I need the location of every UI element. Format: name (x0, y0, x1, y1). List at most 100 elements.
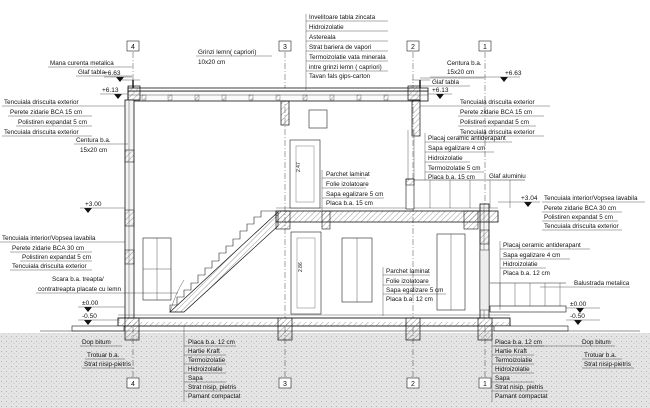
wall-left-top-callout: Tencuiala driscuita exterior Perete zida… (2, 99, 125, 137)
callout-text: Hidroizolatie (503, 261, 538, 268)
callout-text: Polistiren expandat 5 cm (460, 119, 529, 126)
parchet-upper-callout: Parchet laminat Folie izolatoare Sapa eg… (321, 170, 384, 210)
floor-upper-right-callout: Placaj ceramic antiderapant Sapa egaliza… (424, 133, 512, 181)
roof-layer-text: Astereala (309, 34, 336, 41)
callout-text: Glaf tabla (78, 69, 105, 76)
roof-layers-callout: Invelitoare tabla zincata Hidroizolatie … (305, 14, 388, 90)
callout-text: Tencuiala interior/Vopsea lavabila (2, 235, 96, 242)
level-label: +6.13 (432, 87, 449, 94)
callout-text: Strat nisip-pietris (84, 361, 131, 368)
callout-text: Perete zidarie BCA 30 cm (12, 245, 84, 252)
callout-text: Strat nisip, pietris (188, 384, 236, 391)
callout-text: Perete zidarie BCA 15 cm (10, 109, 82, 116)
callout-text: Tencuiala driscuita exterior (4, 129, 79, 136)
callout-text: Hidroizolatie (188, 366, 223, 373)
level-label: -0.50 (82, 313, 97, 320)
callout-text: Parchet laminat (386, 268, 430, 275)
callout-text: Perete zidarie BCA 15 cm (460, 109, 532, 116)
callout-text: Placaj ceramic antiderapant (503, 242, 581, 249)
wall-right-mid-callout: Tencuiala interior/Vopsea lavabila Peret… (542, 195, 645, 231)
callout-text: 15x20 cm (447, 69, 474, 76)
callout-text: Folie izolatoare (326, 181, 369, 188)
level-label: +3.04 (521, 195, 538, 202)
callout-text: Placaj ceramic antiderapant (428, 135, 506, 142)
ground-stack-right: Placa b.a. 12 cm Hartie Kraft Termoizola… (491, 326, 548, 402)
roof-layer-text: Strat bariera de vapori (309, 44, 371, 51)
ground-slab (117, 314, 511, 341)
callout-text: Strat nisip, pietris (495, 384, 543, 391)
level-label: ±0.00 (570, 301, 587, 308)
level-label: +6.13 (102, 87, 119, 94)
callout-text: Trotuar b.a. (87, 352, 120, 359)
ground-floor-openings: 2.86 (142, 231, 466, 315)
callout-text: Hidroizolatie (495, 366, 530, 373)
callout-text: Placa b.a. 15 cm (428, 174, 475, 181)
left-top-callout: Mana curenta metalica Glaf tabla (48, 60, 132, 77)
callout-text: Scara b.a. treapta/ (52, 276, 104, 283)
level-markers: +6.63 +6.63 +6.13 +6.13 +3.00 +3.04 ±0.0… (78, 70, 600, 325)
ground-gravel (0, 333, 650, 408)
callout-text: Sapa (188, 375, 203, 382)
callout-text: Tencuiala driscuita exterior (544, 223, 619, 230)
callout-text: Hartie Kraft (495, 348, 527, 355)
dop-bitum-left: Dop bitum (80, 339, 122, 347)
callout-text: Pamant compactat (495, 393, 548, 400)
wall-left-mid-callout: Tencuiala interior/Vopsea lavabila Peret… (0, 235, 125, 271)
callout-text: Tencuiala driscuita exterior (4, 99, 79, 106)
axis-label: 3 (283, 381, 287, 388)
trotuar-left: Trotuar b.a. Strat nisip-pietris (82, 352, 134, 369)
grinzi-text: 10x20 cm (198, 59, 225, 66)
callout-text: Placa b.a. 15 cm (326, 200, 373, 207)
roof-layer-text: Termoizolatie vata minerala (309, 54, 386, 61)
level-label: -0.50 (570, 313, 585, 320)
stair-callout: Scara b.a. treapta/ contratreapta placat… (36, 276, 178, 294)
callout-text: Parchet laminat (326, 171, 370, 178)
callout-text: Sapa egalizare 4 cm (503, 252, 560, 259)
callout-text: Centura b.a. (447, 60, 482, 67)
parchet-lower-callout: Parchet laminat Folie izolatoare Sapa eg… (382, 267, 446, 316)
sidewalks (40, 325, 640, 332)
right-top-callout: Centura b.a. 15x20 cm Glaf tabla (420, 60, 484, 87)
roof-layer-text: Tavan fals gips-carton (309, 73, 371, 80)
callout-text: Polistiren expandat 5 cm (544, 214, 613, 221)
staircase (169, 210, 279, 313)
callout-text: Sapa egalizare 5 cm (326, 191, 383, 198)
roof-layer-text: intre grinzi lemn ( capriori) (309, 64, 382, 71)
callout-text: Strat nisip-pietris (584, 361, 631, 368)
roof-layer-text: Invelitoare tabla zincata (309, 14, 376, 21)
ground-stack-left: Placa b.a. 12 cm Hartie Kraft Termoizola… (183, 326, 241, 402)
callout-text: Hartie Kraft (188, 348, 220, 355)
centura-left-callout: Centura b.a. 15x20 cm (74, 137, 128, 154)
callout-text: Hidroizolatie (428, 155, 463, 162)
callout-text: Mana curenta metalica (50, 60, 114, 67)
axis-label: 1 (483, 381, 487, 388)
axis-markers-bottom: 4 3 2 1 (126, 377, 492, 389)
roof-layer-text: Hidroizolatie (309, 24, 344, 31)
floor-lower-right-callout: Placaj ceramic antiderapant Sapa egaliza… (499, 241, 590, 310)
dim-label: 2.86 (298, 262, 304, 272)
trotuar-right: Trotuar b.a. Strat nisip-pietris (582, 352, 634, 369)
callout-text: Sapa egalizare 4 cm (428, 145, 485, 152)
terrace-balustrade (489, 282, 567, 313)
callout-text: contratreapta placate cu lemn (38, 286, 121, 293)
balustrada-callout: Balustrada metalica (540, 280, 630, 288)
callout-text: Placa b.a. 12 cm (386, 296, 433, 303)
axis-label: 2 (411, 44, 415, 51)
callout-text: Trotuar b.a. (584, 352, 617, 359)
callout-text: Termoizolatie (495, 357, 533, 364)
callout-text: Centura b.a. (76, 137, 111, 144)
callout-text: Termoizolatie 5 cm (428, 165, 481, 172)
callout-text: Tencuiala driscuita exterior (12, 263, 87, 270)
axis-label: 4 (131, 44, 135, 51)
wall-right-top-callout: Tencuiala driscuita exterior Perete zida… (420, 99, 550, 137)
callout-text: Dop bitum (582, 339, 611, 346)
parapets (122, 79, 430, 88)
upper-door: 2.47 (289, 139, 321, 209)
callout-text: Balustrada metalica (574, 280, 630, 287)
callout-text: Tencuiala driscuita exterior (460, 129, 535, 136)
callout-text: Dop bitum (82, 339, 111, 346)
axis-label: 4 (131, 381, 135, 388)
callout-text: Tencuiala interior/Vopsea lavabila (544, 195, 638, 202)
callout-text: Sapa (495, 375, 510, 382)
roof-structure (127, 85, 429, 137)
